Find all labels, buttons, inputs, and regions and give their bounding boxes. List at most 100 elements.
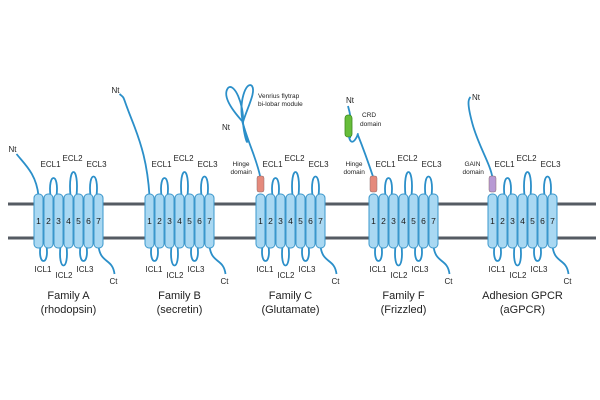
n-terminal-tail xyxy=(15,153,40,197)
transmembrane-helix xyxy=(398,193,409,249)
helix-number: 2 xyxy=(46,216,51,226)
helix-number: 4 xyxy=(66,216,71,226)
transmembrane-helix xyxy=(63,193,74,249)
transmembrane-helix xyxy=(305,193,316,249)
transmembrane-helix xyxy=(73,193,84,249)
extracellular-loop xyxy=(503,177,512,197)
gain-domain xyxy=(488,175,497,193)
icl-label: ICL3 xyxy=(299,265,316,274)
ecl-label: ECL1 xyxy=(152,160,173,169)
icl-label: ICL1 xyxy=(146,265,163,274)
ecl-label: ECL2 xyxy=(398,154,419,163)
transmembrane-helix xyxy=(164,193,175,249)
helix-number: 3 xyxy=(510,216,515,226)
family-name: Family A xyxy=(47,290,90,302)
helix-number: 1 xyxy=(258,216,263,226)
helix-number: 5 xyxy=(530,216,535,226)
helix-number: 1 xyxy=(147,216,152,226)
transmembrane-helix xyxy=(154,193,165,249)
intracellular-loop xyxy=(261,245,270,262)
icl-label: ICL2 xyxy=(167,271,184,280)
transmembrane-helix xyxy=(275,193,286,249)
transmembrane-helix xyxy=(174,193,185,249)
intracellular-loop xyxy=(394,245,403,267)
helix-number: 3 xyxy=(391,216,396,226)
helix-number: 5 xyxy=(76,216,81,226)
icl-label: ICL1 xyxy=(257,265,274,274)
helix-number: 3 xyxy=(278,216,283,226)
extracellular-loop xyxy=(180,171,189,197)
c-terminus-label: Ct xyxy=(332,277,341,286)
family-subname: (Glutamate) xyxy=(261,304,319,316)
ecl-label: ECL3 xyxy=(541,160,562,169)
intracellular-loop xyxy=(59,245,68,267)
icl-label: ICL3 xyxy=(531,265,548,274)
transmembrane-helix xyxy=(408,193,419,249)
icl-label: ICL1 xyxy=(35,265,52,274)
helix-number: 5 xyxy=(411,216,416,226)
family-subname: (Frizzled) xyxy=(381,304,427,316)
transmembrane-helix xyxy=(368,193,379,249)
helix-number: 6 xyxy=(197,216,202,226)
ecl-label: ECL2 xyxy=(174,154,195,163)
extracellular-loop xyxy=(311,175,320,197)
c-terminus-label: Ct xyxy=(445,277,454,286)
transmembrane-helix xyxy=(517,193,528,249)
transmembrane-helix xyxy=(428,193,439,249)
intracellular-loop xyxy=(170,245,179,267)
transmembrane-helix xyxy=(33,193,44,249)
transmembrane-helix xyxy=(315,193,326,249)
transmembrane-helix xyxy=(255,193,266,249)
ecl-label: ECL1 xyxy=(263,160,284,169)
transmembrane-helix xyxy=(527,193,538,249)
icl-label: ICL3 xyxy=(188,265,205,274)
n-terminal-tail xyxy=(118,93,151,197)
icl-label: ICL1 xyxy=(489,265,506,274)
c-terminus-label: Ct xyxy=(221,277,230,286)
venus-flytrap-lobe xyxy=(240,84,254,126)
helix-number: 3 xyxy=(167,216,172,226)
n-terminus-label: Nt xyxy=(472,93,481,102)
intracellular-loop xyxy=(39,245,48,262)
n-terminal-tail xyxy=(348,133,359,143)
helix-number: 2 xyxy=(500,216,505,226)
family-name: Family C xyxy=(269,290,312,302)
family-subname: (secretin) xyxy=(157,304,203,316)
n-terminus-label: Nt xyxy=(346,96,355,105)
ecl-label: ECL3 xyxy=(87,160,108,169)
c-terminal-tail xyxy=(319,245,338,275)
helix-number: 2 xyxy=(381,216,386,226)
n-terminus-label: Nt xyxy=(9,145,18,154)
icl-label: ICL2 xyxy=(56,271,73,280)
ecl-label: ECL1 xyxy=(41,160,62,169)
transmembrane-helix xyxy=(93,193,104,249)
hinge-domain xyxy=(369,175,378,193)
extracellular-loop xyxy=(543,175,552,197)
helix-number: 7 xyxy=(550,216,555,226)
transmembrane-helix xyxy=(43,193,54,249)
intracellular-loop xyxy=(513,245,522,267)
extracellular-loop xyxy=(424,175,433,197)
family-name: Family F xyxy=(382,290,424,302)
extracellular-loop xyxy=(523,171,532,197)
transmembrane-helix xyxy=(497,193,508,249)
ecl-label: ECL2 xyxy=(285,154,306,163)
family-name: Adhesion GPCR xyxy=(482,290,563,302)
extracellular-loop xyxy=(160,177,169,197)
intracellular-loop xyxy=(79,245,88,262)
family-subname: (aGPCR) xyxy=(500,304,545,316)
ecl-label: ECL2 xyxy=(517,154,538,163)
ecl-label: ECL3 xyxy=(198,160,219,169)
n-terminus-label: Nt xyxy=(112,86,121,95)
c-terminal-tail xyxy=(208,245,227,275)
icl-label: ICL3 xyxy=(412,265,429,274)
intracellular-loop xyxy=(281,245,290,267)
helix-number: 5 xyxy=(298,216,303,226)
n-terminal-tail xyxy=(356,133,375,179)
